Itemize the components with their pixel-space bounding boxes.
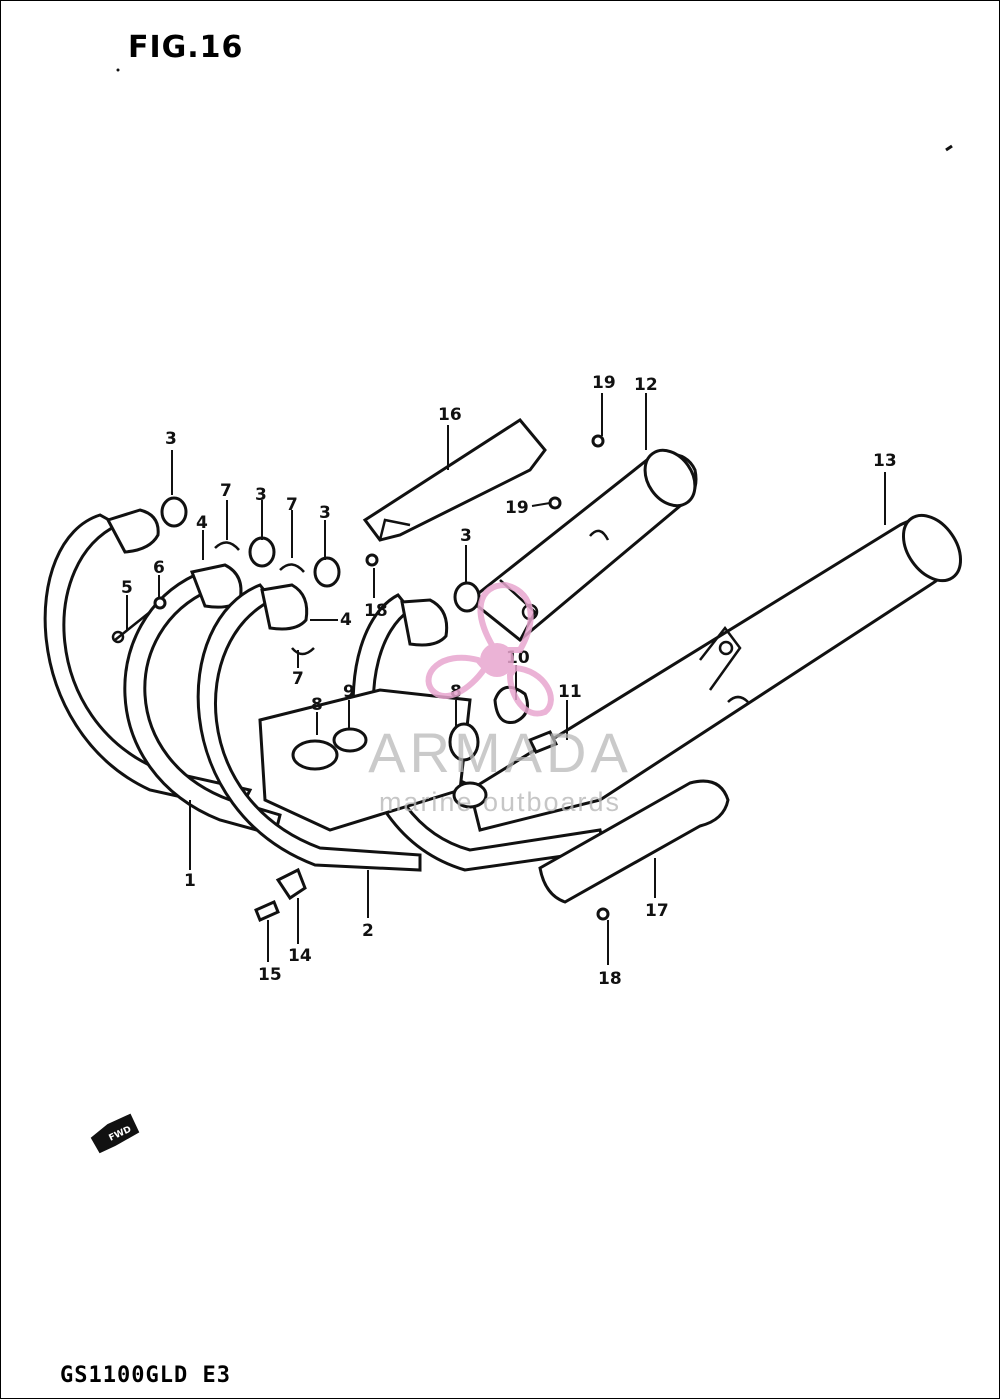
watermark-tagline: marine outboards — [378, 787, 622, 817]
callout-3: 3 — [255, 485, 267, 505]
split-ring-7-a — [214, 541, 240, 551]
callout-7: 7 — [220, 481, 232, 501]
callout-16: 16 — [438, 405, 462, 425]
callout-3: 3 — [165, 429, 177, 449]
callout-13: 13 — [873, 451, 897, 471]
callout-7: 7 — [292, 669, 304, 689]
bolt-19-a — [591, 434, 605, 448]
callout-19: 19 — [505, 498, 529, 518]
bracket-14 — [275, 867, 307, 901]
gasket-3-b — [248, 536, 276, 568]
callout-3: 3 — [319, 503, 331, 523]
connector-chamber — [258, 688, 488, 832]
gasket-3-d — [453, 581, 481, 613]
nut-6 — [153, 596, 167, 610]
exhaust-pipe-1 — [43, 508, 282, 837]
model-code: GS1100GLD E3 — [60, 1363, 231, 1388]
callout-14: 14 — [288, 946, 312, 966]
front-direction-arrow-icon: FWD — [90, 1113, 140, 1154]
callout-labels: 3 7 3 7 3 4 4 5 6 7 8 9 8 10 11 1 2 15 1… — [121, 373, 897, 989]
muffler-13 — [468, 513, 963, 832]
watermark-propeller-logo — [425, 581, 554, 717]
speck — [116, 68, 120, 72]
heat-shield-16 — [362, 418, 547, 542]
gasket-3-a — [160, 496, 188, 528]
callout-15: 15 — [258, 965, 282, 985]
gasket-8-right — [448, 722, 480, 762]
callout-11: 11 — [558, 682, 582, 702]
gasket-3-c — [313, 556, 341, 588]
leader-lines — [126, 393, 886, 965]
callout-2: 2 — [362, 921, 374, 941]
bolt-19-b — [548, 496, 562, 510]
callout-1: 1 — [184, 871, 196, 891]
speck — [945, 144, 953, 152]
callout-18: 18 — [364, 601, 388, 621]
callout-7: 7 — [286, 495, 298, 515]
split-ring-7-c — [291, 647, 315, 656]
callout-3: 3 — [460, 526, 472, 546]
callout-19: 19 — [592, 373, 616, 393]
callout-17: 17 — [645, 901, 669, 921]
callout-18: 18 — [598, 969, 622, 989]
callout-5: 5 — [121, 578, 133, 598]
callout-4: 4 — [196, 513, 208, 533]
callout-4: 4 — [340, 610, 352, 630]
figure-title: FIG.16 — [128, 30, 244, 65]
callout-12: 12 — [634, 375, 658, 395]
stud-bolt-5 — [111, 611, 151, 644]
split-ring-7-b — [279, 563, 305, 573]
bolt-18-a — [365, 553, 379, 567]
callout-6: 6 — [153, 558, 165, 578]
callout-9: 9 — [343, 682, 355, 702]
bolt-15 — [254, 899, 280, 923]
clamp-11 — [527, 730, 559, 754]
watermark-brand: ARMADA — [368, 721, 632, 784]
callout-8: 8 — [311, 695, 323, 715]
bolt-18-b — [596, 907, 610, 921]
heat-shield-17 — [538, 779, 730, 904]
